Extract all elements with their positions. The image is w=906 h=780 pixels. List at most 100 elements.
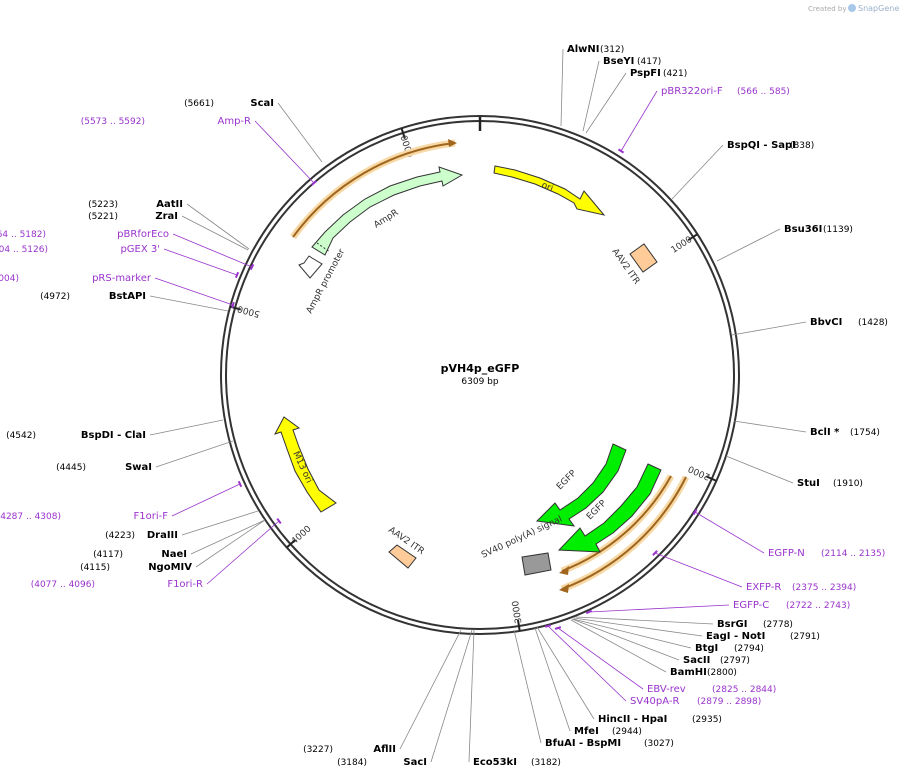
enzyme-position: (2935) xyxy=(692,715,722,725)
enzyme-leader-line xyxy=(571,618,680,661)
tick-mark xyxy=(517,619,521,632)
enzyme-position: (4445) xyxy=(56,463,86,473)
enzyme-leader-line xyxy=(277,102,323,163)
enzyme-leader-line xyxy=(534,627,571,732)
orf-arrow-amp xyxy=(292,142,456,238)
enzyme-leader-line xyxy=(181,215,249,251)
primer-site-mark xyxy=(652,550,658,556)
enzyme-leader-line xyxy=(149,295,229,312)
primer-range: (4287 .. 4308) xyxy=(0,512,61,522)
enzyme-leader-line xyxy=(186,203,250,250)
enzyme-name: BclI * xyxy=(810,427,840,438)
enzyme-name: StuI xyxy=(797,478,820,489)
enzyme-leader-line xyxy=(149,419,224,436)
primer-site-mark xyxy=(249,263,255,271)
enzyme-leader-line xyxy=(513,629,542,744)
primer-range: (5104 .. 5126) xyxy=(0,245,48,255)
enzyme-position: (5661) xyxy=(184,99,214,109)
primer-name: pBRforEco xyxy=(117,229,169,240)
primer-range: (5573 .. 5592) xyxy=(81,117,145,127)
enzyme-name: BspQI - SapI xyxy=(727,140,796,151)
plasmid-size: 6309 bp xyxy=(461,377,498,387)
enzyme-name: PspFI xyxy=(630,68,661,79)
enzyme-leader-line xyxy=(570,619,667,673)
tick-mark xyxy=(286,539,296,549)
site-labels: AlwNI(312)BseYI(417)PspFI(421)BspQI - Sa… xyxy=(0,44,888,768)
orf-arrowhead xyxy=(448,139,457,147)
enzyme-name: EagI - NotI xyxy=(706,631,765,642)
enzyme-leader-line xyxy=(468,629,475,763)
feature-egfp-1 xyxy=(535,443,627,527)
primer-range: (2825 .. 2844) xyxy=(712,685,776,695)
feature-sv40-polya xyxy=(521,552,552,576)
enzyme-position: (1910) xyxy=(833,479,863,489)
enzyme-name: BbvCI xyxy=(810,317,842,328)
enzyme-name: Bsu36I xyxy=(784,224,822,235)
tick-label: 4000 xyxy=(290,524,314,547)
primer-leader-line xyxy=(588,604,730,613)
feature-ori xyxy=(493,165,606,216)
enzyme-leader-line xyxy=(733,420,807,433)
feature-label-ampr: AmpR xyxy=(372,208,400,231)
watermark-brand: SnapGene xyxy=(858,4,899,13)
primer-site-mark xyxy=(234,271,240,279)
enzyme-leader-line xyxy=(195,519,266,568)
snapgene-logo-icon xyxy=(848,4,856,12)
enzyme-leader-line xyxy=(573,617,703,637)
orf-arrowhead xyxy=(559,584,569,593)
feature-aav2-itr-2 xyxy=(388,544,417,569)
enzyme-leader-line xyxy=(181,510,259,536)
tick-label: 2000 xyxy=(687,463,712,482)
enzyme-leader-line xyxy=(536,626,595,720)
tick-label: 3000 xyxy=(511,600,524,624)
enzyme-leader-line xyxy=(725,455,794,484)
enzyme-position: (3182) xyxy=(531,758,561,768)
enzyme-name: ScaI xyxy=(250,98,274,109)
enzyme-leader-line xyxy=(399,629,462,750)
enzyme-name: BfuAI - BspMI xyxy=(545,738,621,749)
backbone xyxy=(220,115,740,635)
enzyme-position: (4223) xyxy=(105,531,135,541)
enzyme-name: AlwNI xyxy=(567,44,600,55)
enzyme-leader-line xyxy=(575,616,714,625)
orf-arrowhead xyxy=(559,566,569,575)
enzyme-position: (3184) xyxy=(337,758,367,768)
feature-ampr xyxy=(311,166,464,256)
primer-leader-line xyxy=(557,627,644,690)
enzyme-position: (2797) xyxy=(720,656,750,666)
feature-label-sv40-polya: SV40 poly(A) signal xyxy=(480,515,564,561)
orf-arrows xyxy=(290,139,690,593)
enzyme-position: (838) xyxy=(790,141,814,151)
feature-aav2-itr-1 xyxy=(629,243,658,273)
enzyme-name: MfeI xyxy=(574,726,599,737)
enzyme-leader-line xyxy=(582,60,600,132)
enzyme-leader-line xyxy=(671,144,724,200)
enzyme-position: (5221) xyxy=(88,212,118,222)
enzyme-position: (5223) xyxy=(88,200,118,210)
enzyme-position: (2800) xyxy=(707,668,737,678)
enzyme-position: (417) xyxy=(637,57,661,67)
enzyme-position: (4542) xyxy=(6,431,36,441)
orf-arrow-egfp-2 xyxy=(561,476,687,590)
enzyme-leader-line xyxy=(716,228,781,262)
primer-leader-line xyxy=(163,248,238,276)
enzyme-name: SacII xyxy=(683,655,710,666)
feature-ampr-divider xyxy=(316,242,331,253)
primer-site-mark xyxy=(585,609,593,615)
feature-egfp-2 xyxy=(557,463,662,553)
enzyme-position: (1428) xyxy=(858,318,888,328)
tick-mark xyxy=(705,475,717,482)
enzyme-leader-line xyxy=(155,440,234,468)
primer-name: pRS-marker xyxy=(92,273,152,284)
primer-name: pGEX 3' xyxy=(120,244,160,255)
primer-range: (5164 .. 5182) xyxy=(0,230,46,240)
primer-site-mark xyxy=(237,480,243,488)
enzyme-position: (2791) xyxy=(790,632,820,642)
enzyme-name: AatII xyxy=(156,199,183,210)
enzyme-name: BamHI xyxy=(670,667,707,678)
tick-mark xyxy=(687,233,698,241)
backbone-outer-strand xyxy=(220,115,740,635)
enzyme-leader-line xyxy=(190,519,266,555)
enzyme-position: (4972) xyxy=(40,292,70,302)
